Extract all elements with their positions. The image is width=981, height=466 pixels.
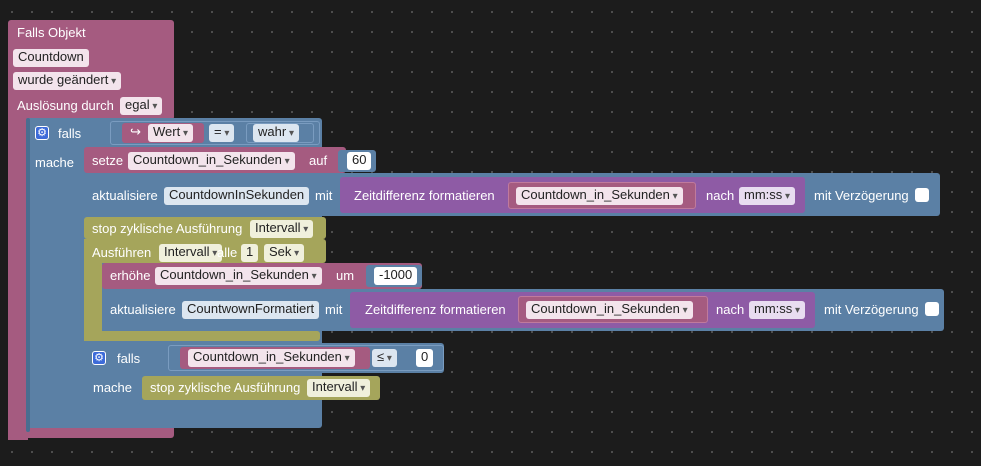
- update2-label: aktualisiere: [110, 302, 176, 317]
- if2-falls-label: falls: [117, 351, 141, 366]
- update1-format-dropdown[interactable]: mm:ss: [739, 187, 796, 205]
- interval-block-bottom: [84, 331, 320, 341]
- if2-operator-dropdown[interactable]: ≤: [372, 349, 397, 367]
- update2-delay-label: mit Verzögerung: [824, 302, 919, 317]
- arrow-return-icon: ↪: [130, 125, 141, 140]
- interval-amount-field[interactable]: 1: [241, 244, 259, 262]
- interval-every-label: alle: [217, 245, 238, 260]
- update2-format-dropdown[interactable]: mm:ss: [749, 301, 806, 319]
- update1-after-label: nach: [706, 188, 735, 203]
- update1-with-label: mit: [315, 188, 333, 203]
- interval-block-left-bar: [84, 239, 102, 341]
- event-source-label: Auslösung durch: [17, 98, 114, 113]
- event-trigger-dropdown[interactable]: wurde geändert: [13, 72, 122, 90]
- stop1-timer-dropdown[interactable]: Intervall: [250, 220, 314, 238]
- gear-icon-2[interactable]: ⚙: [92, 351, 106, 365]
- update1-variable-dropdown[interactable]: Countdown_in_Sekunden: [516, 187, 683, 205]
- set-value-field[interactable]: 60: [347, 152, 372, 170]
- event-block-bottom: [8, 428, 174, 438]
- if2-value-field[interactable]: 0: [416, 349, 434, 367]
- event-title: Falls Objekt: [17, 25, 86, 40]
- update2-target-field[interactable]: CountwownFormatiert: [182, 301, 320, 319]
- set-label: setze: [92, 153, 124, 168]
- if-block-1-connector: [26, 118, 30, 432]
- interval-unit-dropdown[interactable]: Sek: [264, 244, 305, 262]
- increase-by-label: um: [336, 268, 355, 283]
- operator-dropdown[interactable]: =: [209, 124, 235, 142]
- increase-variable-dropdown[interactable]: Countdown_in_Sekunden: [155, 267, 322, 285]
- value-field-dropdown[interactable]: Wert: [148, 124, 194, 142]
- update2-delay-checkbox[interactable]: [925, 302, 939, 316]
- stop2-timer-dropdown[interactable]: Intervall: [307, 379, 371, 397]
- set-variable-dropdown[interactable]: Countdown_in_Sekunden: [128, 152, 295, 170]
- update2-after-label: nach: [716, 302, 745, 317]
- stop2-label: stop zyklische Ausführung: [150, 380, 301, 395]
- update2-variable-dropdown[interactable]: Countdown_in_Sekunden: [526, 301, 693, 319]
- update2-format-label: Zeitdifferenz formatieren: [365, 302, 506, 317]
- update1-delay-label: mit Verzögerung: [814, 188, 909, 203]
- if1-mache-label: mache: [35, 155, 75, 170]
- update2-with-label: mit: [325, 302, 343, 317]
- if2-mache-label: mache: [93, 380, 133, 395]
- gear-icon[interactable]: ⚙: [35, 126, 49, 140]
- increase-label: erhöhe: [110, 268, 151, 283]
- if2-variable-dropdown[interactable]: Countdown_in_Sekunden: [188, 349, 355, 367]
- event-source-dropdown[interactable]: egal: [120, 97, 163, 115]
- increase-value-field[interactable]: -1000: [374, 267, 418, 285]
- event-object-field[interactable]: Countdown: [13, 49, 89, 67]
- update1-target-field[interactable]: CountdownInSekunden: [164, 187, 310, 205]
- update1-format-label: Zeitdifferenz formatieren: [354, 188, 495, 203]
- boolean-dropdown[interactable]: wahr: [253, 124, 299, 142]
- interval-timer-dropdown[interactable]: Intervall: [159, 244, 223, 262]
- interval-label: Ausführen: [92, 245, 152, 260]
- if-block-2-bottom: [84, 402, 140, 414]
- update1-delay-checkbox[interactable]: [915, 188, 929, 202]
- event-block-left-bar: [8, 110, 28, 440]
- if1-falls-label: falls: [58, 126, 82, 141]
- stop1-label: stop zyklische Ausführung: [92, 221, 243, 236]
- update1-label: aktualisiere: [92, 188, 158, 203]
- set-to-label: auf: [309, 153, 328, 168]
